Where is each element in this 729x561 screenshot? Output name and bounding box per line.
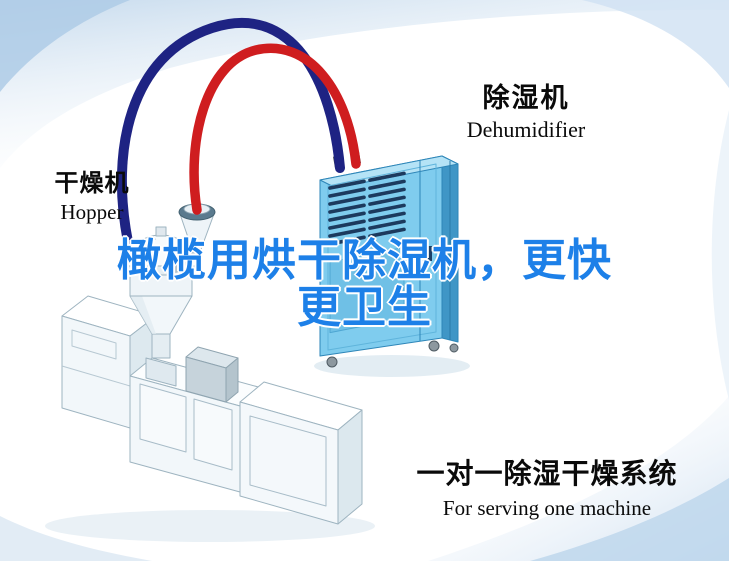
body-door-panel bbox=[139, 383, 187, 453]
gearbox-front-face bbox=[185, 356, 227, 403]
end-box-door-panel bbox=[249, 415, 327, 507]
door-handle bbox=[427, 246, 432, 261]
dehumidifier-label: 除湿机 Dehumidifier bbox=[450, 76, 602, 143]
top-left-swoosh bbox=[0, 0, 130, 92]
floor-shadow bbox=[45, 510, 375, 542]
air-hoses bbox=[116, 17, 361, 247]
cabinet-seam bbox=[61, 365, 131, 387]
caster-wheel bbox=[428, 340, 440, 352]
headline-line2: 更卫生 bbox=[297, 281, 432, 333]
hopper-label-cn: 干燥机 bbox=[54, 169, 130, 197]
caption-en: For serving one machine bbox=[442, 496, 652, 520]
supply-hose-blue bbox=[116, 17, 345, 247]
bottom-right-inner-swoosh bbox=[530, 478, 729, 561]
caster-wheel bbox=[326, 356, 338, 368]
dehumidifier-label-en: Dehumidifier bbox=[466, 117, 586, 142]
hopper-pedestal bbox=[145, 357, 177, 387]
caption: 一对一除湿干燥系统 For serving one machine bbox=[402, 452, 692, 521]
hopper-neck bbox=[151, 333, 171, 359]
dehumidifier-cabinet bbox=[314, 151, 470, 377]
end-box-side-face bbox=[337, 409, 363, 525]
headline-line1: 橄榄用烘干除湿机，更快 bbox=[117, 235, 612, 286]
extruder-machine bbox=[45, 295, 375, 542]
caption-cn: 一对一除湿干燥系统 bbox=[416, 457, 678, 490]
hopper-label: 干燥机 Hopper bbox=[46, 163, 138, 225]
top-swoosh bbox=[0, 0, 729, 168]
hopper-label-en: Hopper bbox=[60, 200, 124, 224]
top-right-swoosh bbox=[582, 0, 729, 88]
body-door-panel bbox=[193, 398, 233, 471]
headline: 橄榄用烘干除湿机，更快 更卫生 bbox=[0, 235, 729, 333]
dehumidifier-front-inset bbox=[327, 163, 437, 351]
vent-slats bbox=[328, 171, 406, 246]
caster-wheel bbox=[449, 343, 459, 353]
right-edge-swoosh bbox=[711, 110, 729, 400]
hopper-dryer bbox=[126, 203, 216, 387]
floor-shadow bbox=[314, 355, 470, 377]
lower-access-panel bbox=[329, 246, 405, 334]
return-hose-red bbox=[189, 43, 361, 215]
hopper-cone-shade bbox=[130, 296, 156, 334]
cabinet-vent bbox=[71, 329, 117, 360]
hopper-knob bbox=[155, 226, 167, 237]
bottom-left-swoosh bbox=[0, 516, 152, 561]
end-box-front-face bbox=[239, 401, 339, 525]
dehumidifier-label-cn: 除湿机 bbox=[482, 83, 570, 114]
hopper-dome-shade bbox=[137, 238, 157, 259]
